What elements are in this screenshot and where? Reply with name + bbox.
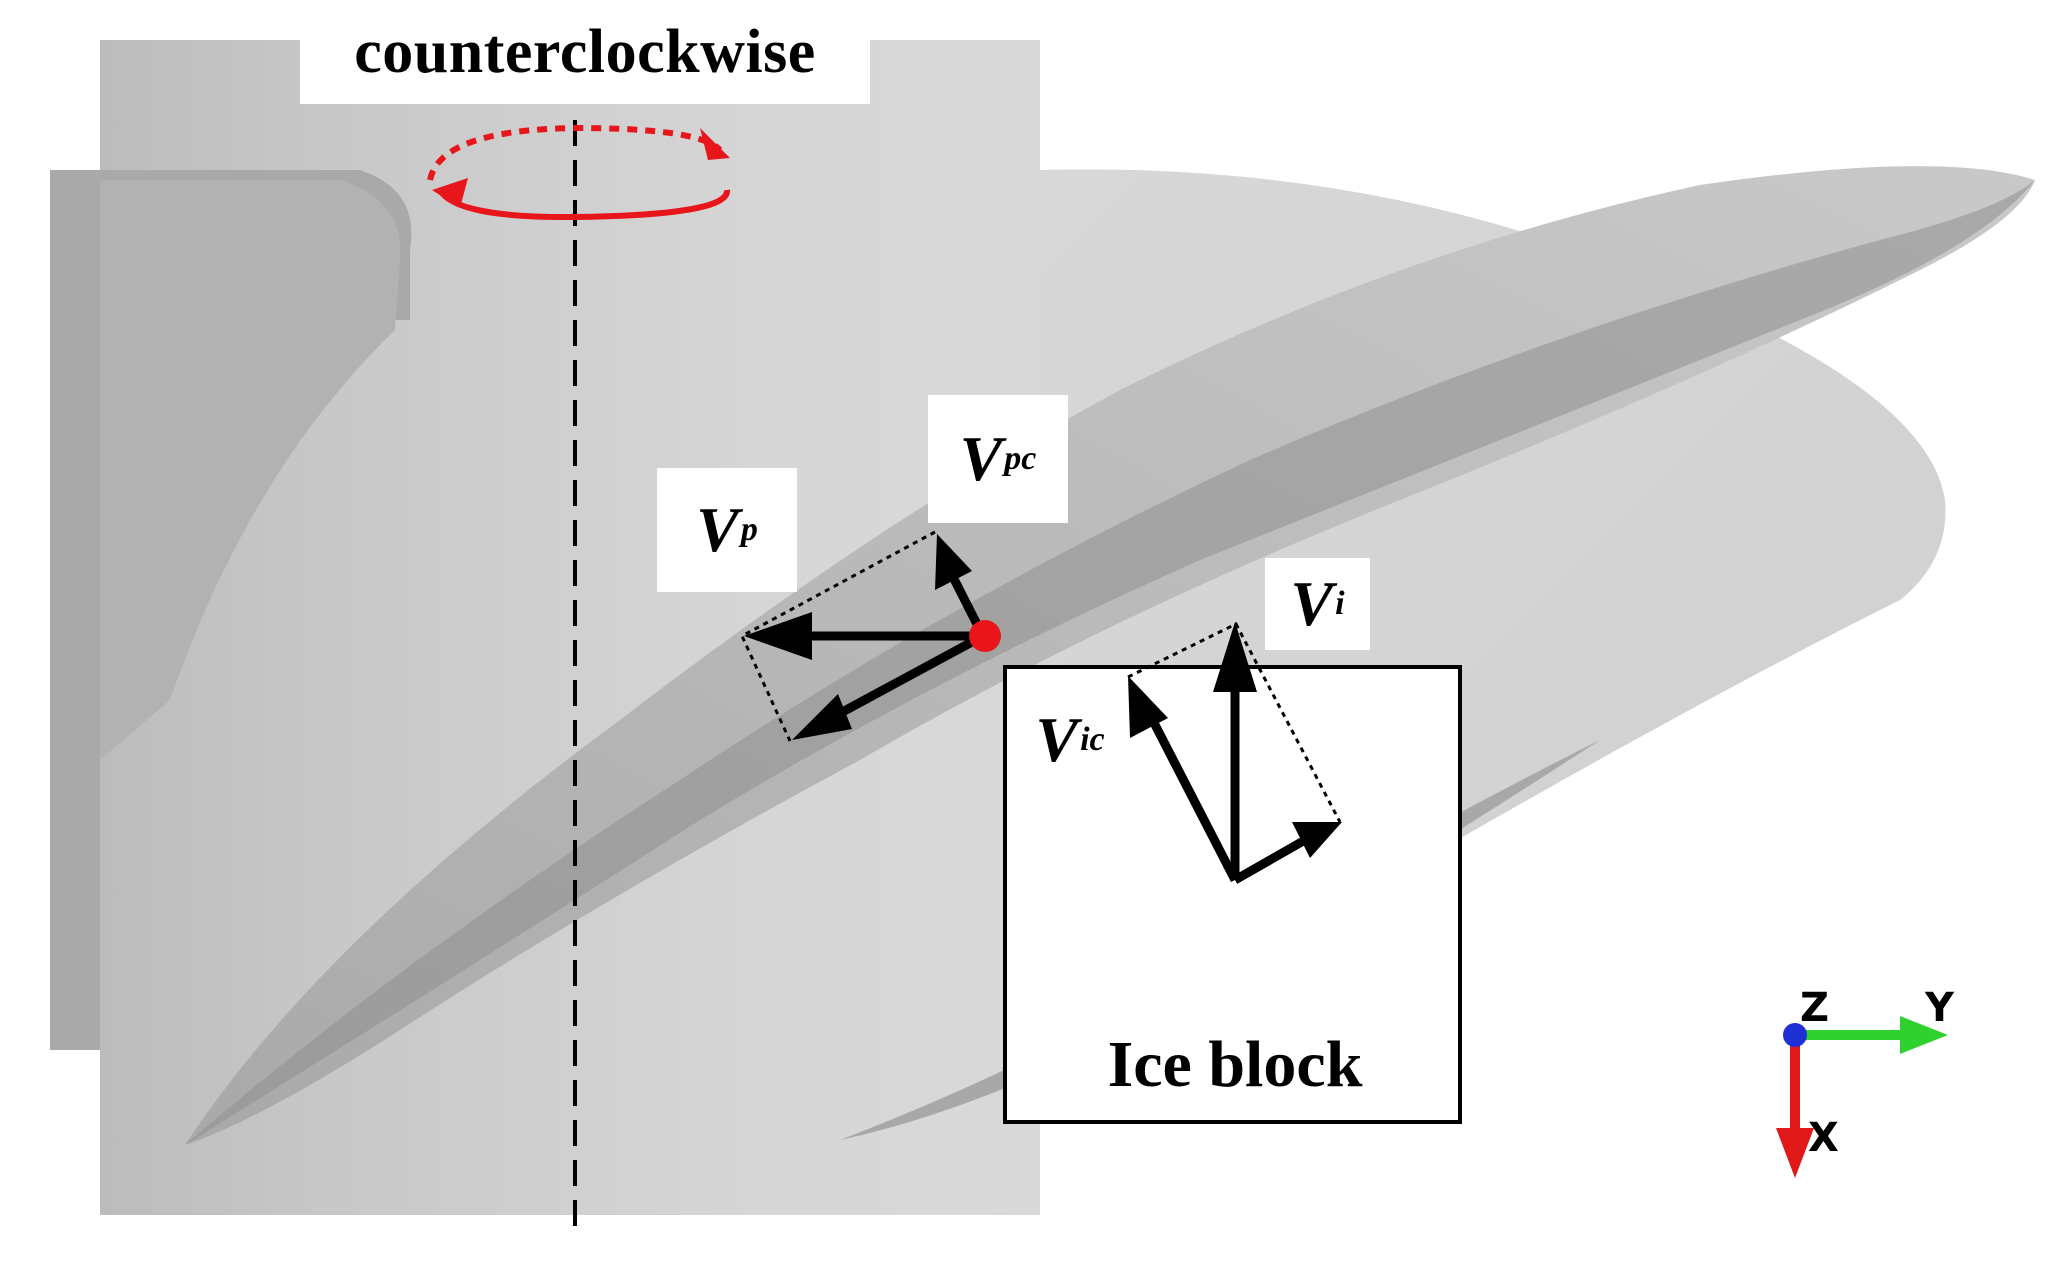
vi-tangential-arrow bbox=[1232, 836, 1308, 884]
vic-arrowhead bbox=[1128, 676, 1168, 738]
rotation-arrowhead-left bbox=[432, 178, 468, 208]
x-axis-arrowhead bbox=[1776, 1128, 1814, 1178]
coordinate-triad bbox=[1776, 1016, 1948, 1178]
vp-label-sub: p bbox=[740, 511, 758, 548]
vi-tangential-arrowhead bbox=[1292, 822, 1342, 858]
vpc-label-sub: pc bbox=[1004, 440, 1037, 477]
vi-label-main: V bbox=[1290, 568, 1334, 639]
vp-label-main: V bbox=[696, 494, 739, 565]
x-axis-label: X bbox=[1808, 1115, 1839, 1161]
vi-label-sub: i bbox=[1335, 585, 1345, 622]
rotation-arrowhead-right bbox=[700, 128, 730, 160]
y-axis-arrowhead bbox=[1900, 1016, 1948, 1054]
vic-label-main: V bbox=[1035, 704, 1079, 775]
vp-arrowhead bbox=[744, 612, 812, 660]
rotation-dotted-arc bbox=[427, 124, 723, 181]
vi-arrowhead bbox=[1213, 622, 1257, 692]
rotation-indicator bbox=[427, 124, 730, 221]
ice-block-label-box: Ice block bbox=[1050, 1020, 1420, 1110]
vp-tangential-arrowhead bbox=[792, 694, 852, 740]
vp-tangential-arrow bbox=[832, 632, 986, 720]
z-axis-label: Z bbox=[1800, 985, 1830, 1031]
y-axis-label: Y bbox=[1925, 985, 1954, 1031]
vp-parallelogram bbox=[740, 530, 936, 742]
vi-vector-group bbox=[1127, 622, 1342, 884]
vpc-arrowhead bbox=[935, 534, 972, 590]
rotation-title: counterclockwise bbox=[354, 17, 816, 86]
hub-shoulder-inner bbox=[100, 180, 401, 760]
vi-parallelogram bbox=[1127, 622, 1342, 823]
ice-block-label: Ice block bbox=[1107, 1028, 1363, 1101]
rotation-title-box: counterclockwise bbox=[300, 0, 870, 104]
vp-vector-group bbox=[740, 530, 1001, 742]
vpc-label-main: V bbox=[959, 423, 1003, 494]
z-axis-dot bbox=[1783, 1023, 1807, 1047]
vic-arrow bbox=[1145, 712, 1240, 883]
contact-point bbox=[969, 620, 1001, 652]
blade-edge-band bbox=[185, 180, 2035, 1145]
vic-label-sub: ic bbox=[1080, 721, 1105, 758]
